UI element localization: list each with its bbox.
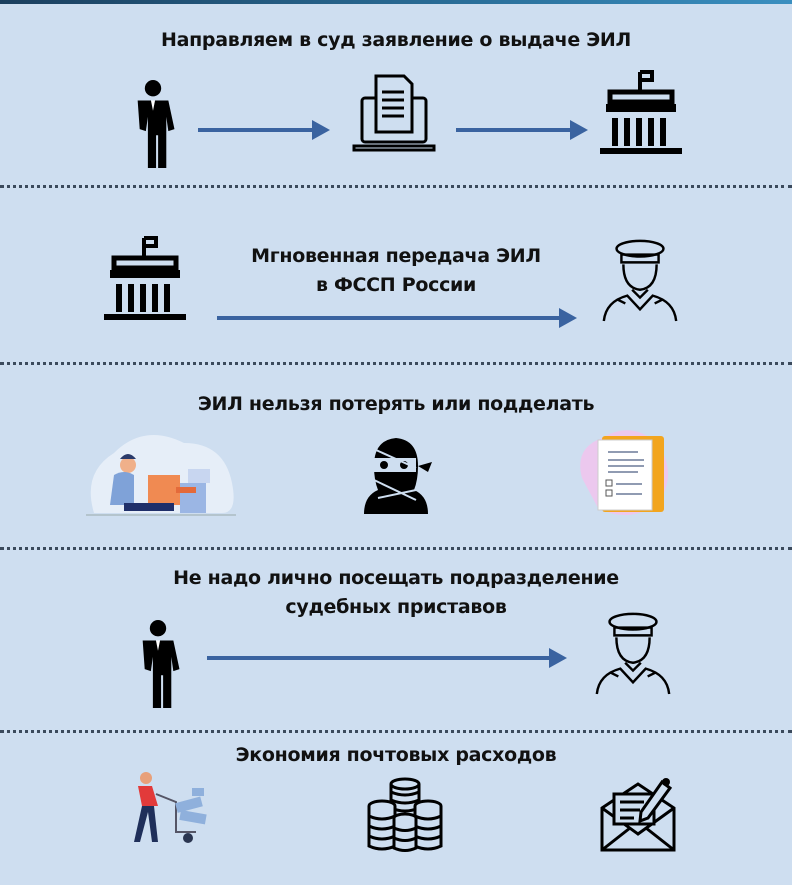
document-folder-illustration xyxy=(580,430,668,516)
person-pushing-cart-illustration xyxy=(134,772,207,843)
top-bar xyxy=(0,0,792,4)
section-4-title-line-2: судебных приставов xyxy=(285,596,507,618)
section-2-title-line-1: Мгновенная передача ЭИЛ xyxy=(251,245,541,267)
divider xyxy=(0,730,792,733)
section-4-title-line-1: Не надо лично посещать подразделение xyxy=(173,567,619,589)
envelope-letter-icon xyxy=(600,778,676,852)
stressed-person-paperwork-illustration xyxy=(86,435,236,516)
section-3-title: ЭИЛ нельзя потерять или подделать xyxy=(197,393,595,415)
divider xyxy=(0,362,792,365)
section-1-title: Направляем в суд заявление о выдаче ЭИЛ xyxy=(160,29,632,51)
bailiff-officer-icon xyxy=(589,608,677,696)
bailiff-officer-icon xyxy=(596,235,684,323)
divider xyxy=(0,547,792,550)
court-building-icon xyxy=(596,68,686,158)
arrow-icon xyxy=(217,308,577,328)
section-2-title-line-2: в ФССП России xyxy=(315,274,477,296)
arrow-icon xyxy=(207,648,567,668)
arrow-icon xyxy=(456,120,588,140)
section-5-title: Экономия почтовых расходов xyxy=(235,744,557,766)
arrow-icon xyxy=(198,120,330,140)
masked-ninja-icon xyxy=(364,438,432,514)
person-icon xyxy=(132,618,184,710)
coin-stacks-icon xyxy=(367,777,443,852)
person-icon xyxy=(127,78,179,170)
divider xyxy=(0,185,792,188)
laptop-document-icon xyxy=(352,74,436,152)
